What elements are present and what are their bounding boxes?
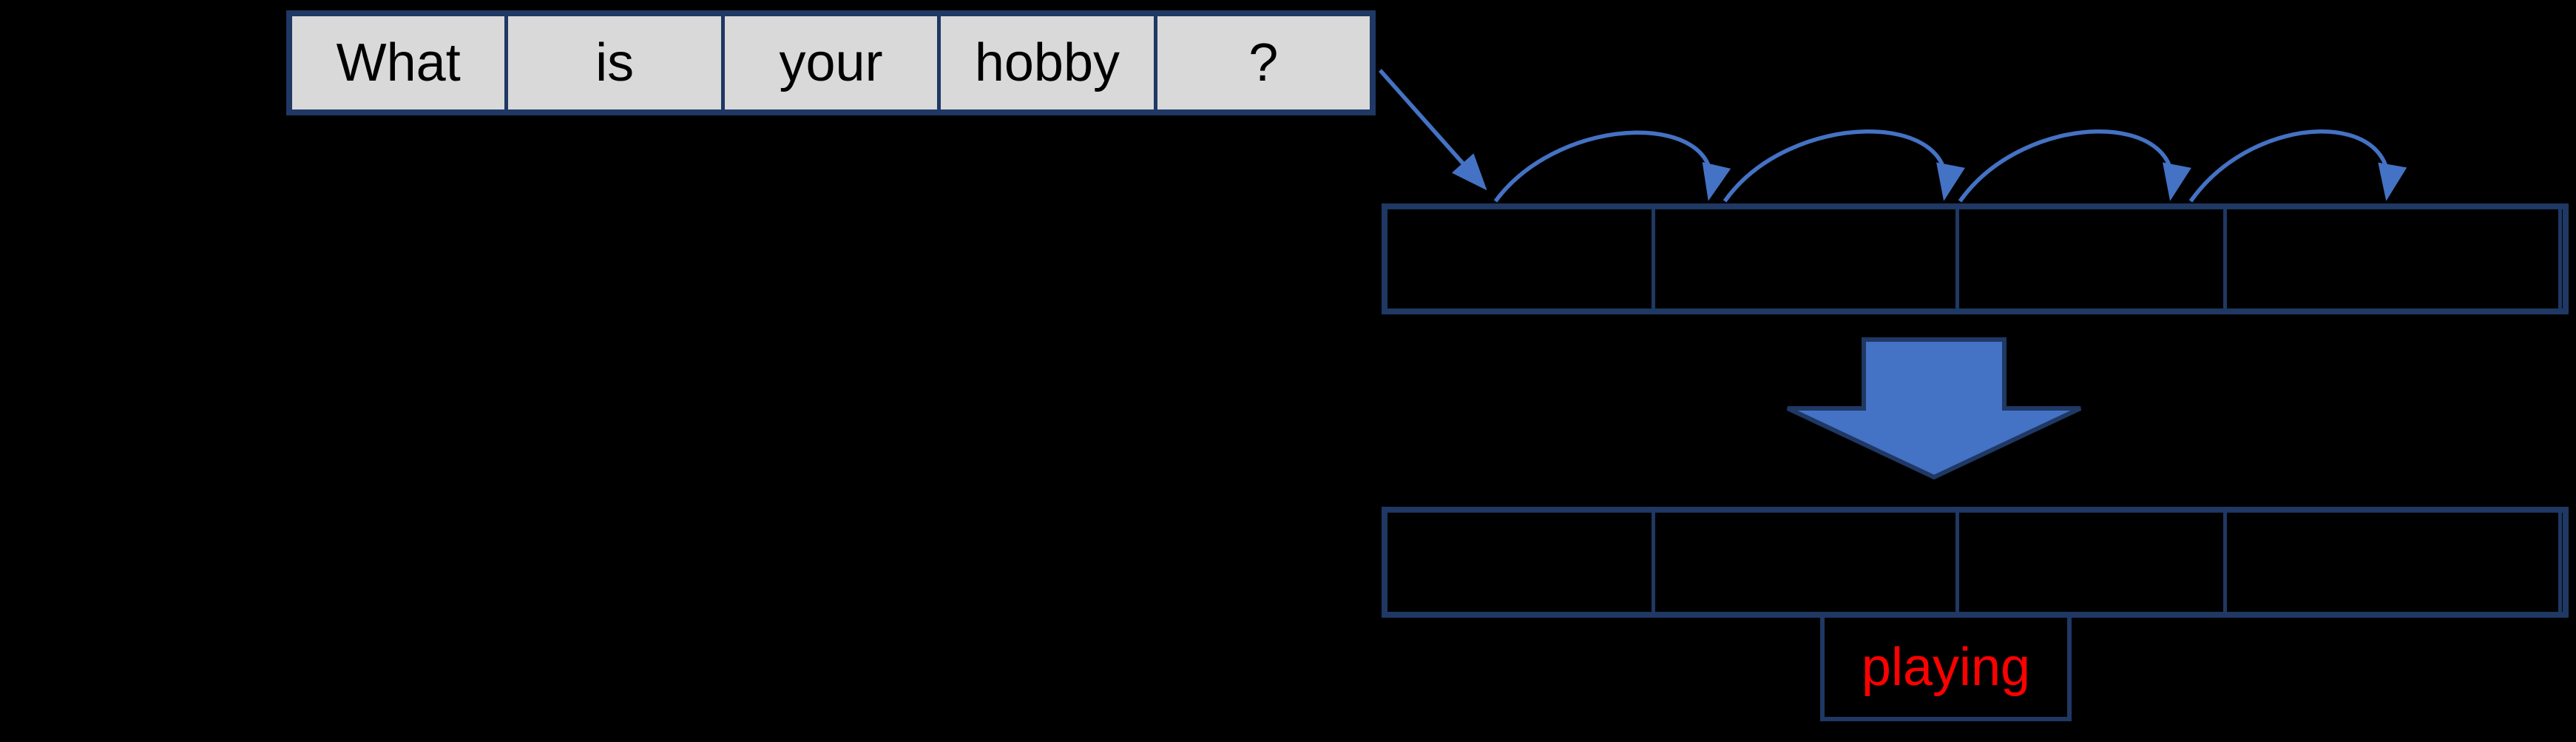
prediction-label: playing xyxy=(1861,638,2031,697)
output-cell xyxy=(1652,513,1955,612)
hop-arc-arrow-icon xyxy=(2188,129,2407,203)
output-cell xyxy=(2223,513,2558,612)
output-cell xyxy=(2558,513,2563,612)
output-row xyxy=(1382,507,2569,618)
sentence-word-cell: hobby xyxy=(937,16,1154,109)
encoder-cell xyxy=(2223,209,2558,308)
sentence-to-encoder-arrow-icon xyxy=(1378,69,1487,191)
hop-arc-arrow-icon xyxy=(1958,129,2191,203)
sentence-word-cell: is xyxy=(504,16,721,109)
hop-arc-arrow-icon xyxy=(1723,129,1965,203)
block-down-arrow-icon xyxy=(1786,337,2082,480)
output-cell xyxy=(1955,513,2223,612)
encoder-cell xyxy=(1387,209,1652,308)
sentence-word-cell: ? xyxy=(1153,16,1370,109)
output-cell xyxy=(1387,513,1652,612)
prediction-box: playing xyxy=(1820,613,2072,721)
encoder-cell xyxy=(1652,209,1955,308)
encoder-cell xyxy=(1955,209,2223,308)
encoder-row xyxy=(1382,203,2569,314)
encoder-cell xyxy=(2558,209,2563,308)
sentence-word-cell: your xyxy=(720,16,938,109)
hop-arc-arrow-icon xyxy=(1493,130,1731,203)
sentence-word-cell: What xyxy=(292,16,505,109)
